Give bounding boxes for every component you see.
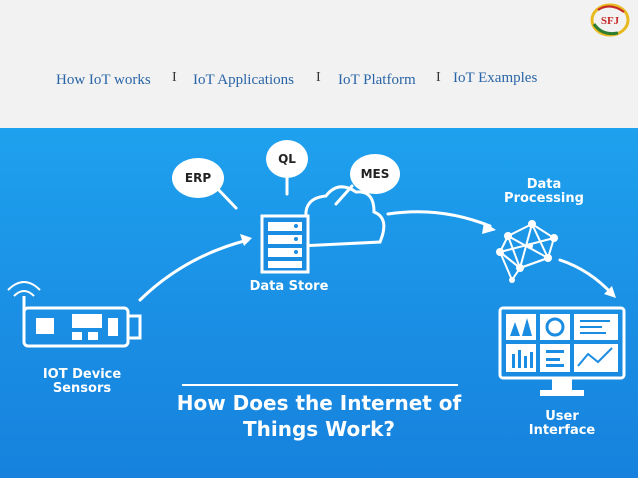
nav-separator: I xyxy=(316,70,321,85)
title-divider xyxy=(182,384,458,386)
iot-device-icon xyxy=(7,281,142,348)
iot-diagram-panel: ERP QL MES Data Store Data Processing IO… xyxy=(0,128,638,478)
arrowhead xyxy=(482,222,496,234)
mes-bubble: MES xyxy=(350,154,400,194)
arrow-device-to-store xyxy=(138,238,250,302)
erp-bubble: ERP xyxy=(172,158,224,198)
data-processing-icon xyxy=(496,220,558,283)
link-iot-applications[interactable]: IoT Applications xyxy=(193,72,294,88)
iot-device-label: IOT Device Sensors xyxy=(42,367,122,396)
ql-bubble: QL xyxy=(266,140,308,178)
diagram-title: How Does the Internet of Things Work? xyxy=(176,391,462,441)
header-bar xyxy=(0,0,638,128)
data-store-label: Data Store xyxy=(249,279,329,294)
sfj-logo: SFJ xyxy=(588,2,632,38)
user-interface-label: User Interface xyxy=(528,409,596,438)
arrow-processing-to-ui xyxy=(558,258,614,296)
user-interface-icon xyxy=(498,306,626,396)
nav-separator: I xyxy=(436,70,441,85)
logo-text: SFJ xyxy=(601,15,620,27)
link-iot-platform[interactable]: IoT Platform xyxy=(338,72,416,88)
data-store-icon xyxy=(260,185,386,274)
link-iot-examples[interactable]: IoT Examples xyxy=(453,70,538,86)
arrowhead xyxy=(240,234,252,246)
nav-separator: I xyxy=(172,70,177,85)
arrow-store-to-processing xyxy=(386,210,492,228)
link-how-iot-works[interactable]: How IoT works xyxy=(56,72,151,88)
data-processing-label: Data Processing xyxy=(504,177,584,206)
arrowhead xyxy=(604,286,616,298)
